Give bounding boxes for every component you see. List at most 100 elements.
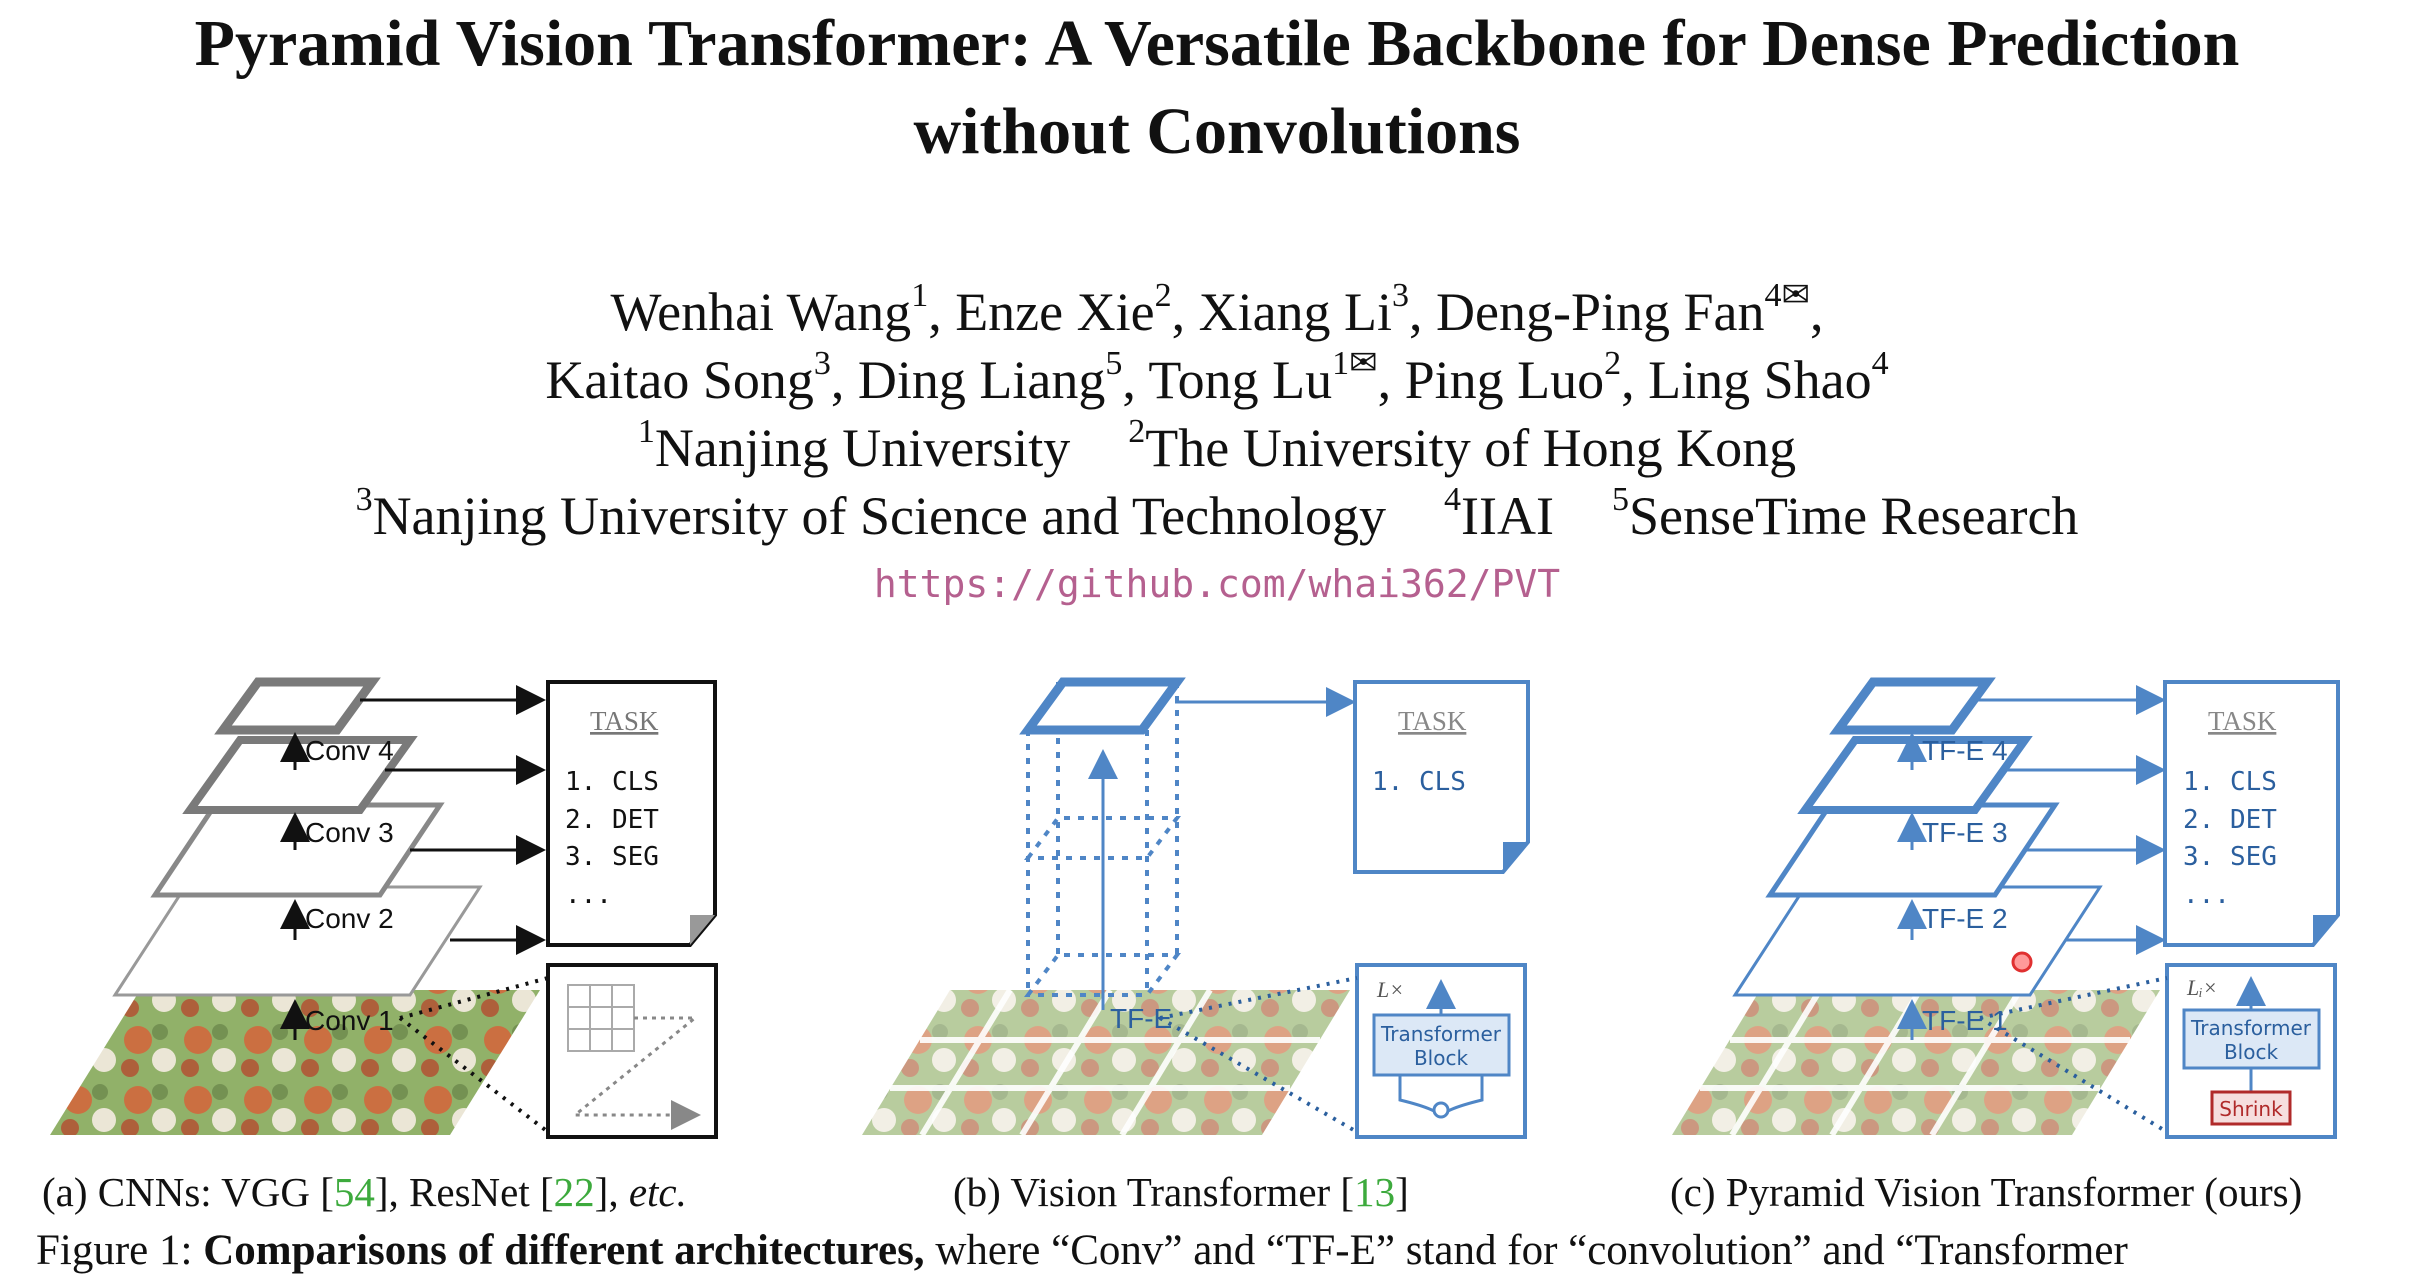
figure-caption: Figure 1: Comparisons of different archi…: [36, 1226, 2128, 1275]
block-line-2: Block: [1414, 1046, 1469, 1070]
pvt-input-image: [1672, 990, 2160, 1135]
caption-a: (a) CNNs: VGG [54], ResNet [22], etc.: [42, 1168, 687, 1216]
caption-a-text: ], ResNet [: [374, 1169, 554, 1215]
task-det: 2. DET: [2183, 805, 2277, 835]
block-line-2: Block: [2224, 1040, 2279, 1064]
title-line-1: Pyramid Vision Transformer: A Versatile …: [194, 7, 2240, 80]
caption-b-text: ]: [1395, 1169, 1409, 1215]
caption-b: (b) Vision Transformer [13]: [953, 1168, 1409, 1216]
conv3-plane: [182, 736, 418, 814]
pvt-repeat-label: Lᵢ×: [2186, 975, 2218, 1000]
author-affiliation-sup: 4✉: [1764, 277, 1811, 314]
caption-a-etc: etc.: [628, 1169, 687, 1215]
author-affiliation-sup: 3: [1392, 277, 1410, 314]
author-name: , Ling Shao: [1621, 350, 1872, 410]
affiliation-sup: 1: [637, 413, 655, 450]
task-seg: 3. SEG: [565, 842, 659, 872]
task-cls: 1. CLS: [1372, 767, 1466, 797]
vit-diagram: TF-E TASK 1. CLS L× Transformer Block: [862, 677, 1530, 1139]
author-name: , Enze Xie: [928, 282, 1155, 342]
citation-link[interactable]: 13: [1354, 1169, 1396, 1215]
author-affiliation-sup: 2: [1154, 277, 1172, 314]
task-more: ...: [2183, 880, 2230, 910]
affiliation-sup: 2: [1128, 413, 1146, 450]
citation-link[interactable]: 54: [333, 1169, 375, 1215]
vit-block-box: L× Transformer Block: [1158, 963, 1527, 1139]
figure-label: Figure 1:: [36, 1227, 204, 1274]
figure-caption-bold: Comparisons of different architectures,: [203, 1227, 925, 1274]
pvt-block-box: Lᵢ× Transformer Block Shrink: [1978, 963, 2337, 1139]
conv2-plane: [150, 802, 445, 898]
pvt-diagram: TF-E 4 TF-E 3 TF-E 2 TF-E 1 TASK 1. CLS …: [1672, 677, 2340, 1139]
affiliation-hku: The University of Hong Kong: [1145, 418, 1797, 478]
affiliations-line-1: 1Nanjing University 2The University of Ho…: [0, 414, 2434, 482]
author-affiliation-sup: 3: [813, 345, 831, 382]
tfe4-label: TF-E 4: [1922, 735, 2008, 766]
author-name: , Tong Lu: [1122, 350, 1333, 410]
transformer-block: [1372, 1013, 1511, 1077]
author-affiliation-sup: 1✉: [1332, 345, 1378, 382]
task-title: TASK: [2208, 706, 2277, 736]
paper-title: Pyramid Vision Transformer: A Versatile …: [0, 0, 2434, 176]
affiliation-sup: 4: [1444, 481, 1462, 518]
pvt-task-box: TASK 1. CLS 2. DET 3. SEG ...: [2163, 680, 2340, 947]
affiliation-sensetime: SenseTime Research: [1629, 486, 2079, 546]
block-line-1: Transformer: [2190, 1016, 2312, 1040]
affiliation-sup: 3: [355, 481, 373, 518]
conv2-label: Conv 2: [305, 903, 394, 934]
task-title: TASK: [1398, 706, 1467, 736]
tfe3-label: TF-E 3: [1922, 817, 2008, 848]
conv4-label: Conv 4: [305, 735, 394, 766]
affiliation-sup: 5: [1612, 481, 1629, 518]
conv4-plane: [214, 677, 381, 735]
author-affiliation-sup: 5: [1105, 345, 1123, 382]
affiliation-nanjing: Nanjing University: [654, 418, 1071, 478]
conv1-label: Conv 1: [305, 1005, 394, 1036]
pvt-plane-4: [1797, 736, 2033, 814]
author-affiliation-sup: 1: [911, 277, 929, 314]
citation-link[interactable]: 22: [553, 1169, 595, 1215]
affiliation-iiai: IIAI: [1461, 486, 1554, 546]
task-more: ...: [565, 880, 612, 910]
cnn-task-box: TASK 1. CLS 2. DET 3. SEG ...: [546, 680, 717, 947]
author-name: , Ping Luo: [1377, 350, 1605, 410]
task-cls: 1. CLS: [2183, 767, 2277, 797]
author-name: , Deng-Ping Fan: [1409, 282, 1765, 342]
author-name: ,: [1810, 282, 1824, 342]
caption-a-text: (a) CNNs: VGG [: [42, 1169, 334, 1215]
author-block: Wenhai Wang1, Enze Xie2, Xiang Li3, Deng…: [0, 278, 2434, 550]
cnn-diagram: Conv 4 Conv 3 Conv 2 Conv 1 TASK 1. CLS …: [50, 677, 718, 1139]
task-det: 2. DET: [565, 805, 659, 835]
vit-task-box: TASK 1. CLS: [1353, 680, 1530, 874]
task-cls: 1. CLS: [565, 767, 659, 797]
tfe2-label: TF-E 2: [1922, 903, 2008, 934]
architecture-figure: Conv 4 Conv 3 Conv 2 Conv 1 TASK 1. CLS …: [50, 677, 2340, 1139]
tfe1-label: TF-E 1: [1922, 1005, 2008, 1036]
conv3-label: Conv 3: [305, 817, 394, 848]
author-name: , Xiang Li: [1171, 282, 1393, 342]
title-line-2: without Convolutions: [913, 95, 1521, 168]
vit-top-plane: [1019, 677, 1186, 735]
author-name: , Ding Liang: [830, 350, 1106, 410]
author-affiliation-sup: 2: [1604, 345, 1622, 382]
conv1-plane: [112, 885, 483, 997]
figure-caption-text: where “Conv” and “TF-E” stand for “convo…: [924, 1227, 2128, 1274]
shrink-box: [2210, 1090, 2292, 1126]
author-affiliation-sup: 4: [1871, 345, 1889, 382]
caption-a-text: ],: [594, 1169, 629, 1215]
cursor-dot: [2011, 951, 2033, 973]
authors-line-2: Kaitao Song3, Ding Liang5, Tong Lu1✉, Pi…: [0, 346, 2434, 414]
author-name: Wenhai Wang: [610, 282, 912, 342]
input-image: [50, 990, 540, 1135]
affiliation-njust: Nanjing University of Science and Techno…: [372, 486, 1387, 546]
vit-repeat-label: L×: [1376, 977, 1404, 1002]
authors-line-1: Wenhai Wang1, Enze Xie2, Xiang Li3, Deng…: [0, 278, 2434, 346]
caption-b-text: (b) Vision Transformer [: [953, 1169, 1355, 1215]
github-link[interactable]: https://github.com/whai362/PVT: [873, 562, 1561, 606]
caption-c: (c) Pyramid Vision Transformer (ours): [1670, 1169, 2303, 1215]
author-name: Kaitao Song: [545, 350, 814, 410]
block-line-1: Transformer: [1380, 1022, 1502, 1046]
pvt-plane-top: [1829, 677, 1996, 735]
affiliations-line-2: 3Nanjing University of Science and Techn…: [0, 482, 2434, 550]
shrink-label: Shrink: [2219, 1097, 2283, 1121]
